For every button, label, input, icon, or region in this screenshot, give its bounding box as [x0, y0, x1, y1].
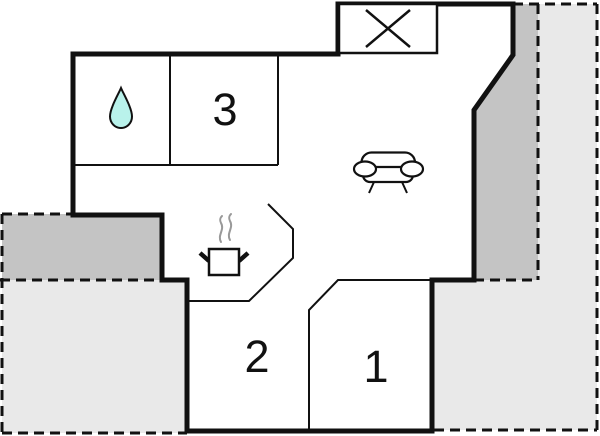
- pot-handles: [198, 251, 250, 263]
- room-2-label: 2: [244, 331, 269, 382]
- room-1-label: 1: [363, 341, 388, 392]
- patio-right: [434, 4, 597, 430]
- bedroom-bathroom-walls: [73, 54, 279, 166]
- patio-left: [2, 280, 187, 433]
- pot-body: [207, 247, 241, 277]
- sofa-icon: [352, 151, 425, 194]
- boundary-dashed-right: [434, 2, 599, 432]
- cooking-pot-icon: [198, 213, 250, 277]
- sofa-armrest-right: [399, 160, 425, 178]
- room1-walls: [308, 279, 430, 431]
- room-3-label: 3: [212, 84, 237, 135]
- crossed-box-icon: [337, 2, 439, 55]
- sofa-armrest-left: [352, 160, 378, 178]
- terrace-left: [2, 214, 162, 280]
- steam-line-right: [227, 213, 233, 241]
- interior-walls: [73, 54, 430, 431]
- water-drop-icon: [108, 85, 134, 129]
- kitchen-counter-wall: [187, 203, 294, 302]
- boundary-dashed-left: [0, 212, 187, 435]
- terrace-right: [474, 4, 538, 280]
- crossed-box-x: [365, 9, 411, 48]
- outdoor-areas: [2, 4, 597, 433]
- sofa-legs: [368, 181, 408, 194]
- steam-line-left: [218, 215, 224, 243]
